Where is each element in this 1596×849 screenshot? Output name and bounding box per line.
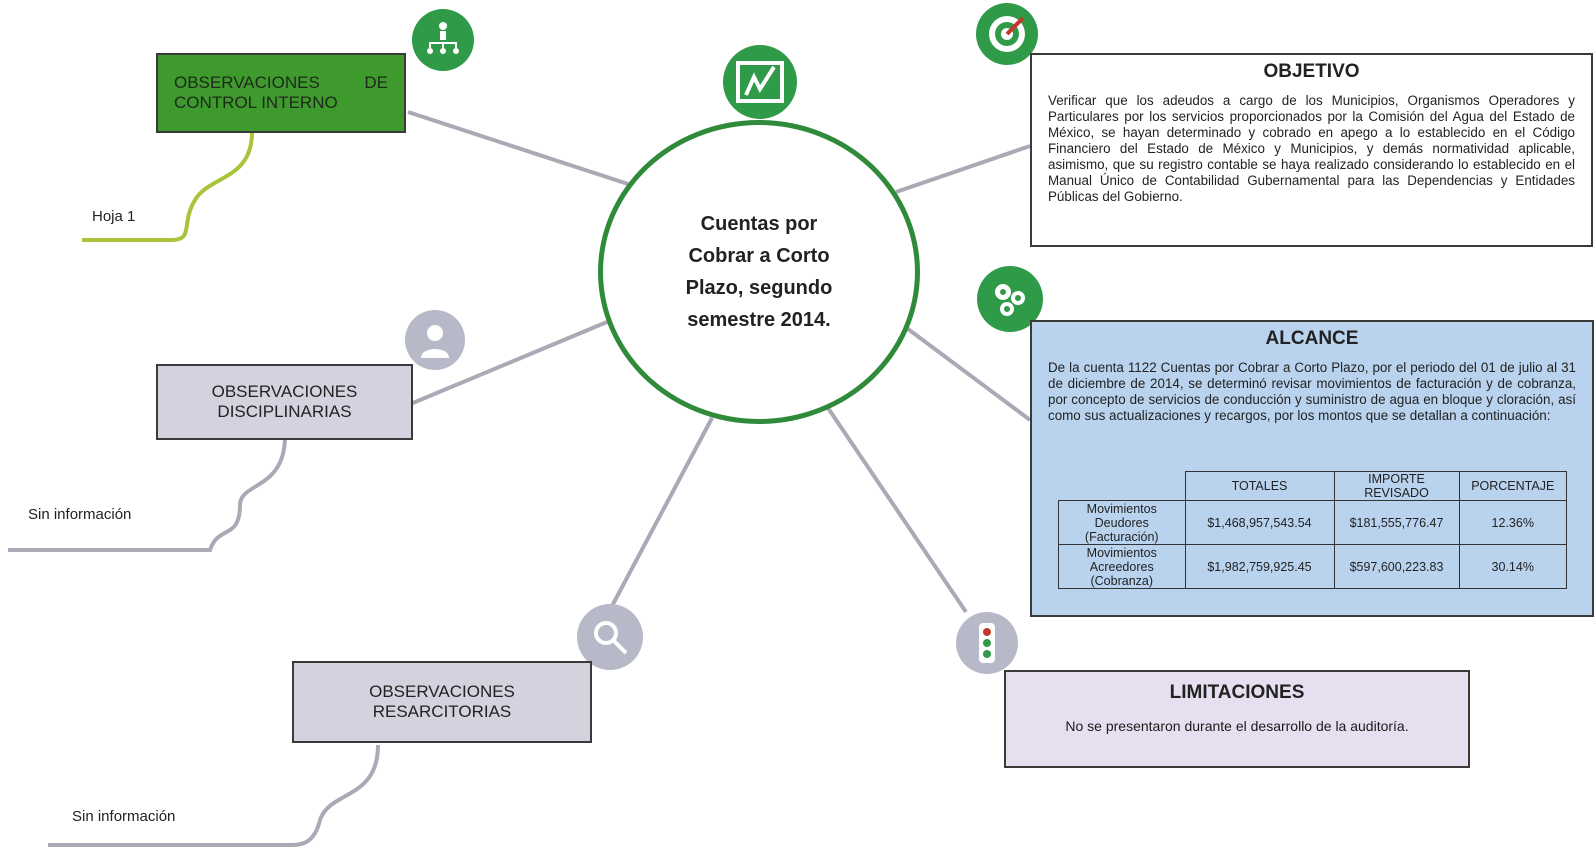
table-header-importe: IMPORTE REVISADO <box>1333 471 1460 501</box>
limitaciones-title: LIMITACIONES <box>1169 682 1305 703</box>
alcance-title: ALCANCE <box>1265 328 1359 349</box>
table-row: Movimientos Deudores (Facturación) $1,46… <box>1058 500 1567 545</box>
control-interno-title-line1: OBSERVACIONES DE <box>174 73 388 92</box>
control-interno-title-line2: CONTROL INTERNO <box>174 93 338 112</box>
table-cell-porcentaje: 30.14% <box>1458 544 1567 589</box>
disciplinarias-box[interactable]: OBSERVACIONES DISCIPLINARIAS <box>156 364 413 440</box>
control-interno-box[interactable]: OBSERVACIONES DE CONTROL INTERNO <box>156 53 406 133</box>
disciplinarias-title-line2: DISCIPLINARIAS <box>217 402 352 421</box>
limitaciones-text: No se presentaron durante el desarrollo … <box>1065 718 1409 734</box>
control-interno-note: Hoja 1 <box>92 208 136 225</box>
alcance-table: TOTALES IMPORTE REVISADO PORCENTAJE Movi… <box>1058 471 1567 589</box>
table-row: Movimientos Acreedores (Cobranza) $1,982… <box>1058 544 1567 589</box>
limitaciones-panel: LIMITACIONES No se presentaron durante e… <box>1004 670 1470 768</box>
table-row-label: Movimientos Deudores (Facturación) <box>1058 500 1186 545</box>
target-icon <box>976 3 1038 65</box>
table-header-porcentaje: PORCENTAJE <box>1458 471 1567 501</box>
person-icon <box>405 310 465 370</box>
resarcitorias-title-line1: OBSERVACIONES <box>369 682 515 701</box>
table-cell-totales: $1,982,759,925.45 <box>1184 544 1335 589</box>
resarcitorias-title-line2: RESARCITORIAS <box>372 702 512 721</box>
table-cell-importe: $597,600,223.83 <box>1333 544 1460 589</box>
table-cell-importe: $181,555,776.47 <box>1333 500 1460 545</box>
traffic-light-icon <box>956 612 1018 674</box>
objetivo-title: OBJETIVO <box>1263 61 1360 82</box>
central-topic: Cuentas por Cobrar a Corto Plazo, segund… <box>598 120 920 424</box>
resarcitorias-note: Sin información <box>72 808 176 825</box>
central-topic-title: Cuentas por Cobrar a Corto Plazo, segund… <box>685 213 833 331</box>
table-row-label: Movimientos Acreedores (Cobranza) <box>1058 544 1186 589</box>
resarcitorias-box[interactable]: OBSERVACIONES RESARCITORIAS <box>292 661 592 743</box>
table-header-totales: TOTALES <box>1184 471 1335 501</box>
chart-icon <box>723 45 797 119</box>
table-cell-totales: $1,468,957,543.54 <box>1184 500 1335 545</box>
alcance-text: De la cuenta 1122 Cuentas por Cobrar a C… <box>1048 360 1576 423</box>
objetivo-text: Verificar que los adeudos a cargo de los… <box>1048 93 1575 204</box>
table-header-empty <box>1059 472 1186 501</box>
objetivo-panel: OBJETIVO Verificar que los adeudos a car… <box>1030 53 1593 247</box>
table-header-row: TOTALES IMPORTE REVISADO PORCENTAJE <box>1059 471 1567 501</box>
hierarchy-icon <box>412 9 474 71</box>
disciplinarias-title-line1: OBSERVACIONES <box>211 382 358 401</box>
magnifier-person-icon <box>577 604 643 670</box>
disciplinarias-note: Sin información <box>28 506 132 523</box>
table-cell-porcentaje: 12.36% <box>1458 500 1567 545</box>
